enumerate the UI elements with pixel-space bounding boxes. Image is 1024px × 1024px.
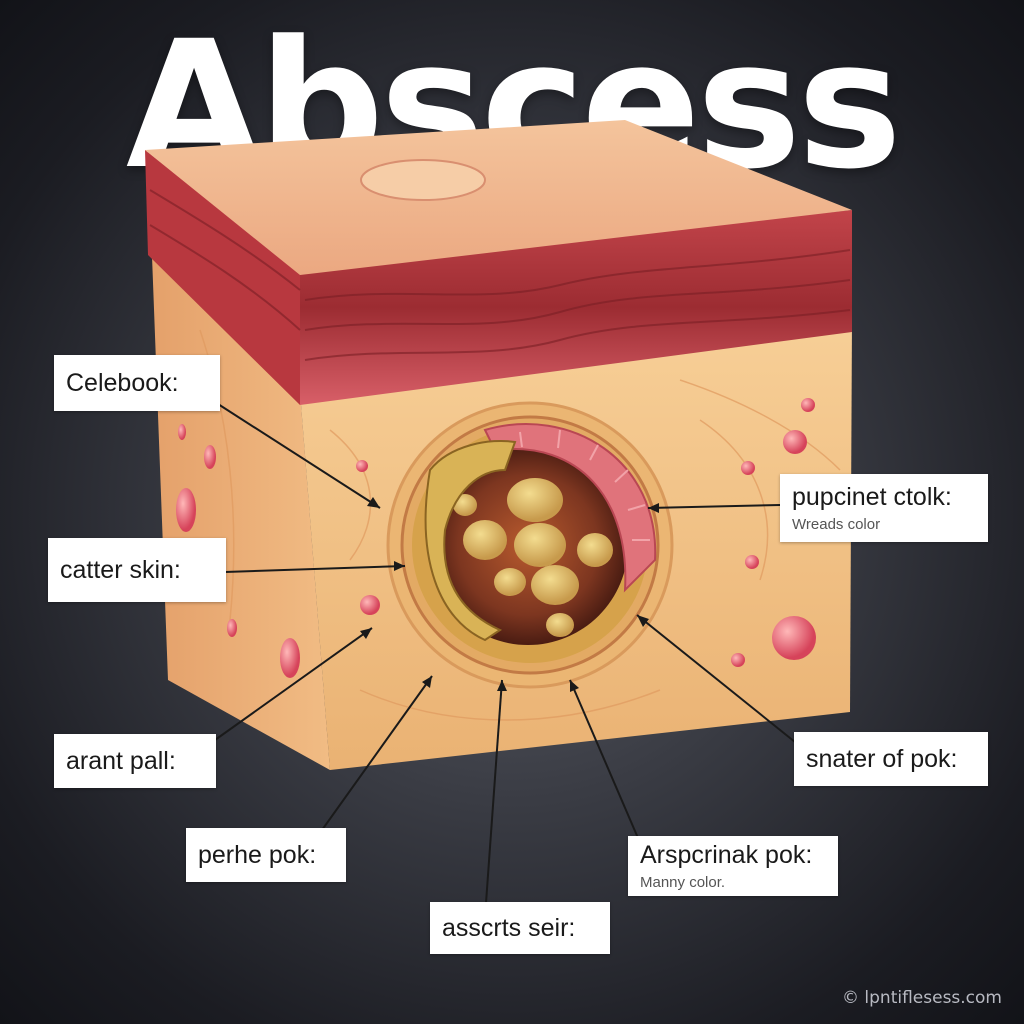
label-pupcinet-ctolk-subtext: Wreads color [792, 516, 881, 533]
inflamed-wall [483, 423, 657, 593]
label-snater-of-pok: snater of pok: [794, 732, 988, 786]
leader-perhe-pok [321, 675, 433, 831]
label-pupcinet-ctolk-text: pupcinet ctolk: [792, 483, 952, 511]
leader-catter-skin [224, 565, 406, 573]
label-arspcrinak-pok-text: Arspcrinak pok: [640, 841, 813, 869]
watermark: © lpntiflesess.com [842, 988, 1002, 1008]
leader-snater-of-pok [636, 614, 796, 743]
inflamed-wall-segments [519, 429, 650, 541]
label-arspcrinak-pok-subtext: Manny color. [640, 874, 726, 891]
label-asscrts-seir-text: asscrts seir: [442, 913, 576, 942]
leader-celebook [217, 403, 381, 509]
cell-bubbles [176, 398, 816, 678]
label-celebook: Celebook: [54, 355, 220, 411]
label-celebook-text: Celebook: [66, 368, 179, 397]
label-perhe-pok-text: perhe pok: [198, 840, 317, 869]
skin-surface-top [145, 120, 852, 275]
label-arspcrinak-pok: Arspcrinak pok: Manny color. [628, 836, 838, 896]
leader-arrowheads [360, 497, 659, 692]
leader-asscrts-seir [485, 679, 503, 904]
label-pupcinet-ctolk: pupcinet ctolk: Wreads color [780, 474, 988, 542]
label-catter-skin-text: catter skin: [60, 555, 181, 584]
label-snater-of-pok-text: snater of pok: [806, 744, 958, 773]
label-catter-skin: catter skin: [48, 538, 226, 602]
skin-surface-bump [360, 159, 486, 201]
label-arant-pall: arant pall: [54, 734, 216, 788]
label-asscrts-seir: asscrts seir: [430, 902, 610, 954]
leader-arant-pall [214, 627, 373, 741]
capsule-flap [424, 439, 517, 642]
tissue-left-face [148, 150, 330, 770]
label-perhe-pok: perhe pok: [186, 828, 346, 882]
dermis-fibers [149, 189, 851, 361]
pus-globules [453, 478, 613, 637]
dermis-band-left [145, 150, 300, 405]
label-arant-pall-text: arant pall: [66, 746, 176, 775]
leader-lines [214, 403, 796, 904]
leader-pupcinet-ctolk [647, 504, 781, 509]
leader-arspcrinak-pok [569, 679, 639, 839]
